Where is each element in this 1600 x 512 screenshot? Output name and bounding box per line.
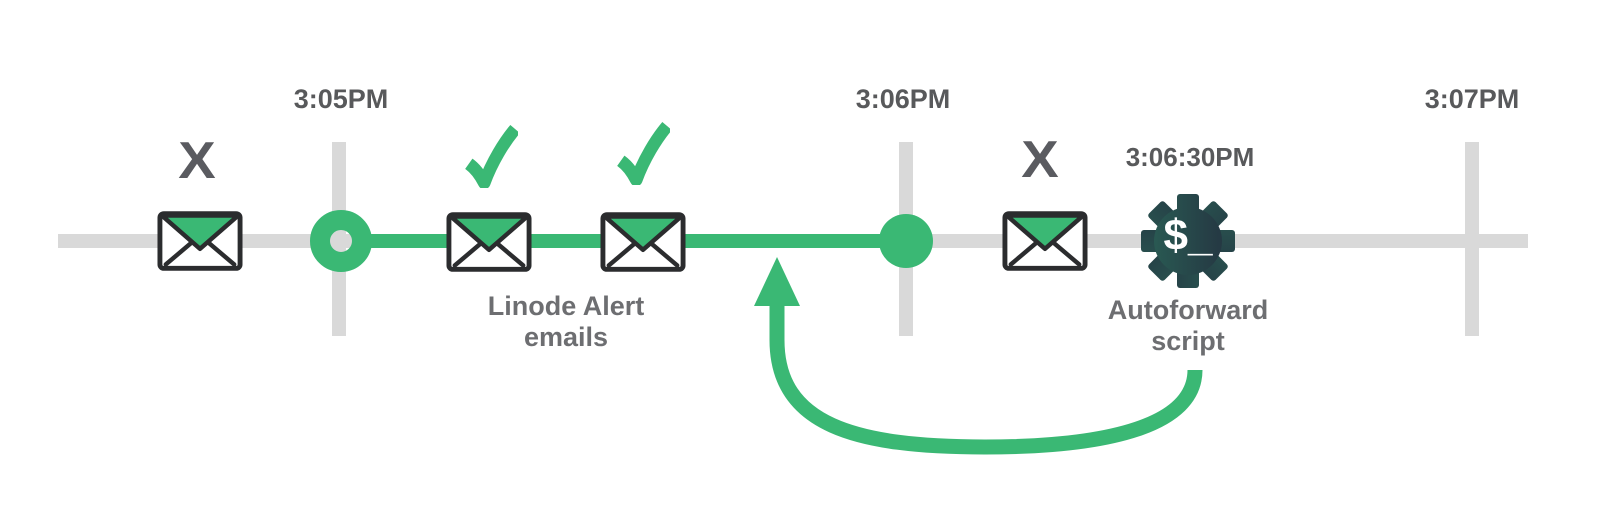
alert-emails-caption-line1: Linode Alert — [487, 291, 645, 321]
checkmark-icon-2 — [616, 121, 670, 185]
gear-terminal-icon: $_ — [1133, 186, 1243, 296]
fail-x-mark-2: X — [1021, 131, 1059, 189]
fail-x-mark-1: X — [178, 132, 216, 190]
envelope-icon-4 — [1002, 210, 1088, 272]
envelope-icon-2 — [446, 211, 532, 273]
autoforward-caption-line1: Autoforward — [1107, 295, 1269, 325]
envelope-icon-3 — [600, 211, 686, 273]
tick-mark-307 — [1465, 142, 1479, 336]
envelope-icon-1 — [157, 210, 243, 272]
tick-label-307: 3:07PM — [1424, 84, 1520, 114]
autoforward-loop-arrow-icon — [740, 248, 1220, 478]
autoforward-caption-line2: script — [1151, 326, 1225, 357]
timeline-end-dot-icon — [879, 214, 933, 268]
gear-prompt-glyph: $_ — [1164, 211, 1213, 260]
alert-emails-caption: Linode Alert emails — [488, 291, 645, 354]
checkmark-icon-1 — [464, 124, 518, 188]
event-time-label: 3:06:30PM — [1125, 142, 1255, 172]
alert-emails-caption-line2: emails — [523, 322, 609, 353]
tick-label-306: 3:06PM — [855, 84, 951, 114]
tick-label-305: 3:05PM — [293, 84, 389, 114]
timeline-start-ring-icon — [310, 210, 372, 272]
autoforward-caption: Autoforward script — [1108, 295, 1268, 358]
